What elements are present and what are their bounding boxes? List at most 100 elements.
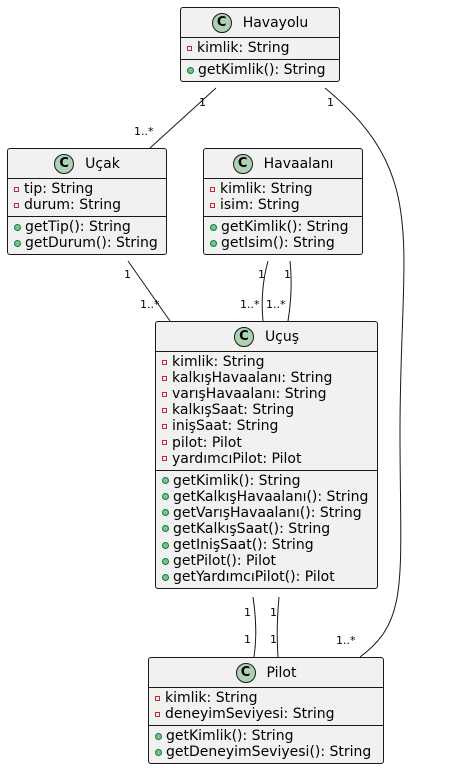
class-method: getDeneyimSeviyesi(): String xyxy=(149,744,383,760)
class-attribute: deneyimSeviyesi: String xyxy=(149,706,383,722)
public-visibility-icon xyxy=(162,525,169,533)
attribute-section: kimlik: String xyxy=(181,38,339,61)
class-name: Uçuş xyxy=(264,328,300,345)
private-visibility-icon xyxy=(162,456,167,462)
class-name: Uçak xyxy=(85,155,120,172)
private-visibility-icon xyxy=(162,440,167,446)
multiplicity-label: 1 xyxy=(284,268,291,281)
multiplicity-label: 1 xyxy=(270,633,277,646)
member-text: getKimlik(): String xyxy=(166,728,294,745)
member-text: getKimlik(): String xyxy=(221,219,349,236)
public-visibility-icon xyxy=(14,239,21,247)
class-method: getPilot(): Pilot xyxy=(156,553,377,569)
class-method: getInişSaat(): String xyxy=(156,537,377,553)
multiplicity-label: 1 xyxy=(244,633,251,646)
public-visibility-icon xyxy=(162,509,169,517)
member-text: getKalkışHavaalanı(): String xyxy=(173,488,369,505)
member-text: getInişSaat(): String xyxy=(173,537,314,554)
multiplicity-label: 1 xyxy=(270,606,277,619)
association-havaalani-ucus-b xyxy=(287,260,292,322)
class-header: C Havaalanı xyxy=(204,149,362,179)
class-method: getKimlik(): String xyxy=(181,62,339,78)
public-visibility-icon xyxy=(162,557,169,565)
public-visibility-icon xyxy=(162,477,169,485)
class-c-icon: C xyxy=(233,326,254,347)
public-visibility-icon xyxy=(210,223,217,231)
member-text: tip: String xyxy=(24,181,94,198)
member-text: getVarışHavaalanı(): String xyxy=(173,504,362,521)
private-visibility-icon xyxy=(14,202,19,208)
member-text: kalkışHavaalanı: String xyxy=(172,370,333,387)
multiplicity-label: 1..* xyxy=(140,298,160,311)
member-text: kalkışSaat: String xyxy=(172,402,295,419)
public-visibility-icon xyxy=(14,223,21,231)
public-visibility-icon xyxy=(187,66,194,74)
class-attribute: tip: String xyxy=(8,181,166,197)
class-method: getKimlik(): String xyxy=(156,473,377,489)
class-c-icon: C xyxy=(232,153,253,174)
member-text: getKimlik(): String xyxy=(198,62,326,79)
association-ucus-pilot-a xyxy=(252,596,257,658)
class-method: getKimlik(): String xyxy=(204,219,362,235)
member-text: getTip(): String xyxy=(25,219,131,236)
class-name: Havayolu xyxy=(242,14,309,31)
association-havaalani-ucus-a xyxy=(261,260,269,322)
class-header: C Uçak xyxy=(8,149,166,179)
class-method: getKalkışSaat(): String xyxy=(156,521,377,537)
class-attribute: kimlik: String xyxy=(156,354,377,370)
class-attribute: kimlik: String xyxy=(204,181,362,197)
class-method: getKimlik(): String xyxy=(149,728,383,744)
multiplicity-label: 1 xyxy=(258,268,265,281)
member-text: getDeneyimSeviyesi(): String xyxy=(166,744,372,761)
public-visibility-icon xyxy=(210,239,217,247)
class-header: C Pilot xyxy=(149,658,383,688)
private-visibility-icon xyxy=(162,391,167,397)
class-c-icon: C xyxy=(54,153,75,174)
class-box-havayolu: C Havayolu kimlik: String getKimlik(): Stri… xyxy=(180,7,340,83)
member-text: getKalkışSaat(): String xyxy=(173,520,331,537)
private-visibility-icon xyxy=(187,45,192,51)
member-text: getIsim(): String xyxy=(221,235,335,252)
association-ucus-pilot-b xyxy=(276,596,280,658)
private-visibility-icon xyxy=(155,711,160,717)
private-visibility-icon xyxy=(14,186,19,192)
member-text: getYardımcıPilot(): Pilot xyxy=(173,569,335,586)
private-visibility-icon xyxy=(162,359,167,365)
private-visibility-icon xyxy=(210,186,215,192)
multiplicity-label: 1..* xyxy=(134,125,154,138)
multiplicity-label: 1..* xyxy=(336,634,356,647)
member-text: kimlik: String xyxy=(165,690,258,707)
class-name: Pilot xyxy=(266,664,297,681)
member-text: pilot: Pilot xyxy=(172,434,242,451)
member-text: kimlik: String xyxy=(197,40,290,57)
class-c-icon: C xyxy=(211,12,232,33)
class-c-icon: C xyxy=(235,662,256,683)
private-visibility-icon xyxy=(162,407,167,413)
class-attribute: inişSaat: String xyxy=(156,418,377,434)
private-visibility-icon xyxy=(162,375,167,381)
class-method: getYardımcıPilot(): Pilot xyxy=(156,569,377,585)
multiplicity-label: 1 xyxy=(244,606,251,619)
class-attribute: kalkışSaat: String xyxy=(156,402,377,418)
public-visibility-icon xyxy=(162,573,169,581)
member-text: inişSaat: String xyxy=(172,418,279,435)
multiplicity-label: 1 xyxy=(124,268,131,281)
member-text: getDurum(): String xyxy=(25,235,158,252)
class-name: Havaalanı xyxy=(263,155,334,172)
class-attribute: pilot: Pilot xyxy=(156,434,377,451)
member-text: deneyimSeviyesi: String xyxy=(165,706,335,723)
method-section: getKimlik(): String xyxy=(181,60,339,81)
member-text: getKimlik(): String xyxy=(173,472,301,489)
private-visibility-icon xyxy=(162,423,167,429)
